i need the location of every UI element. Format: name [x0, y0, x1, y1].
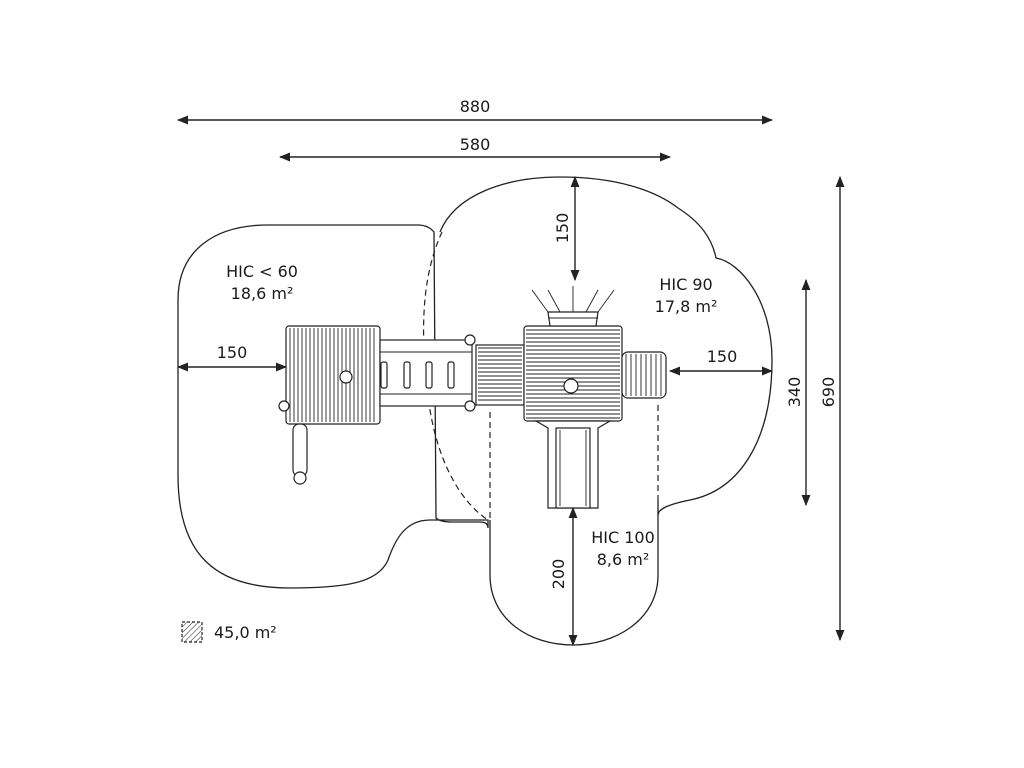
tower-left: [278, 325, 381, 425]
climbing-element-right: [621, 351, 667, 399]
zone-bottom-area-label: 8,6 m²: [597, 550, 650, 569]
legend-hatch-icon: [181, 621, 203, 643]
dimension-label-middle-height: 340: [785, 377, 804, 408]
slide: [533, 420, 613, 509]
dimension-label-total-width: 880: [460, 97, 491, 116]
safety-zone-bottom: [489, 500, 659, 646]
legend-total-area-label: 45,0 m²: [214, 623, 277, 642]
bridge: [379, 334, 476, 412]
safety-zone-right: [439, 176, 773, 516]
zone-bottom-hic-label: HIC 100: [591, 528, 655, 547]
zone-right-area-label: 17,8 m²: [655, 297, 718, 316]
dimension-label-total-height: 690: [819, 377, 838, 408]
roof-crows-nest: [531, 286, 615, 327]
platform-middle: [475, 344, 525, 406]
zone-right-hic-label: HIC 90: [659, 275, 712, 294]
safety-zone-left: [177, 224, 489, 589]
dimension-label-top-clearance: 150: [553, 213, 572, 244]
zone-left-area-label: 18,6 m²: [231, 284, 294, 303]
legend: 45,0 m²: [181, 621, 277, 643]
tower-right: [523, 325, 623, 422]
dimension-label-left-clearance: 150: [217, 343, 248, 362]
zone-left-hic-label: HIC < 60: [226, 262, 298, 281]
pole-ladder-left: [292, 423, 308, 485]
dimension-label-right-clearance: 150: [707, 347, 738, 366]
zone-boundary-dashed-left: [422, 231, 489, 521]
dimension-label-inner-width: 580: [460, 135, 491, 154]
dimension-label-bottom-clearance: 200: [549, 559, 568, 590]
